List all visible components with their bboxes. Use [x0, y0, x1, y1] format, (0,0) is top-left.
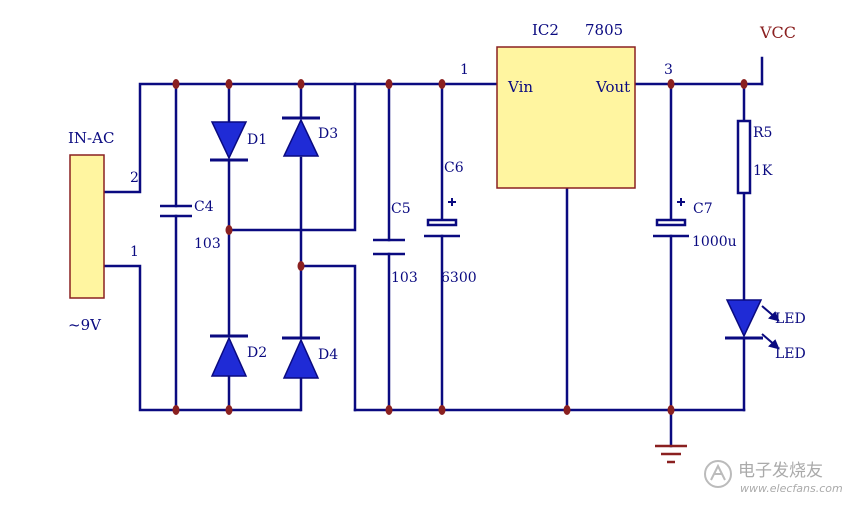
- diode-d3: [282, 116, 320, 157]
- label-c5-value: 103: [391, 270, 418, 286]
- led: [725, 299, 780, 350]
- ground-symbol: [655, 444, 687, 464]
- label-pin-in: 1: [460, 62, 469, 78]
- diode-d1: [210, 121, 248, 162]
- junction-dot: [225, 405, 233, 415]
- wires: [103, 56, 764, 448]
- label-in-ac: IN-AC: [68, 129, 114, 147]
- capacitor-c7: [653, 198, 689, 238]
- label-pin-out: 3: [664, 62, 673, 78]
- junction-dot: [297, 261, 305, 271]
- label-d2: D2: [247, 345, 267, 361]
- wire-in-top: [103, 82, 357, 194]
- label-c6-value: 6300: [441, 270, 477, 286]
- junction-dot: [385, 79, 393, 89]
- junction-dot: [297, 79, 305, 89]
- label-c5: C5: [391, 201, 411, 217]
- junction-dot: [667, 405, 675, 415]
- label-in-voltage: ~9V: [68, 316, 102, 334]
- watermark-cn: 电子发烧友: [738, 461, 823, 481]
- ac-input-connector: [69, 154, 105, 299]
- label-d3: D3: [318, 126, 338, 142]
- label-vin: Vin: [507, 78, 533, 96]
- junction-dot: [438, 79, 446, 89]
- label-led-2: LED: [775, 346, 806, 362]
- capacitor-c5: [373, 238, 405, 256]
- label-r5: R5: [753, 125, 772, 141]
- junction-dot: [385, 405, 393, 415]
- label-pin2: 2: [130, 170, 139, 186]
- diode-d4: [282, 336, 320, 379]
- diode-d2: [210, 334, 248, 377]
- wire-in-bottom: [103, 264, 302, 412]
- label-ic-part: 7805: [585, 21, 623, 39]
- wire-mid-right: [299, 264, 357, 412]
- junctions: [172, 79, 748, 415]
- label-ic2: IC2: [532, 21, 559, 39]
- junction-dot: [225, 225, 233, 235]
- junction-dot: [438, 405, 446, 415]
- regulator-ic2: [496, 46, 636, 189]
- label-d1: D1: [247, 132, 267, 148]
- watermark-logo-mark: [710, 463, 726, 481]
- label-vcc: VCC: [759, 23, 796, 42]
- watermark-logo-icon: [704, 460, 732, 488]
- led-light-arrows: [761, 305, 780, 350]
- junction-dot: [667, 79, 675, 89]
- label-c4-value: 103: [194, 236, 221, 252]
- label-c7: C7: [693, 201, 713, 217]
- junction-dot: [740, 79, 748, 89]
- label-pin1: 1: [130, 244, 139, 260]
- capacitor-c4: [160, 204, 192, 218]
- junction-dot: [563, 405, 571, 415]
- watermark: 电子发烧友 www.elecfans.com: [704, 460, 843, 495]
- junction-dot: [172, 405, 180, 415]
- junction-dot: [225, 79, 233, 89]
- capacitor-c6: [424, 198, 460, 238]
- label-led-1: LED: [775, 311, 806, 327]
- label-c4: C4: [194, 199, 214, 215]
- resistor-r5: [736, 119, 752, 195]
- label-c7-value: 1000u: [692, 234, 737, 250]
- watermark-url: www.elecfans.com: [740, 482, 843, 495]
- label-d4: D4: [318, 347, 338, 363]
- junction-dot: [172, 79, 180, 89]
- label-c6: C6: [444, 160, 464, 176]
- wire-mid-left: [227, 82, 357, 232]
- label-r5-value: 1K: [753, 163, 773, 179]
- label-vout: Vout: [595, 78, 630, 96]
- labels: IN-AC ~9V 2 1 C4 103 D1 D3 D2 D4 C5 103 …: [68, 21, 806, 363]
